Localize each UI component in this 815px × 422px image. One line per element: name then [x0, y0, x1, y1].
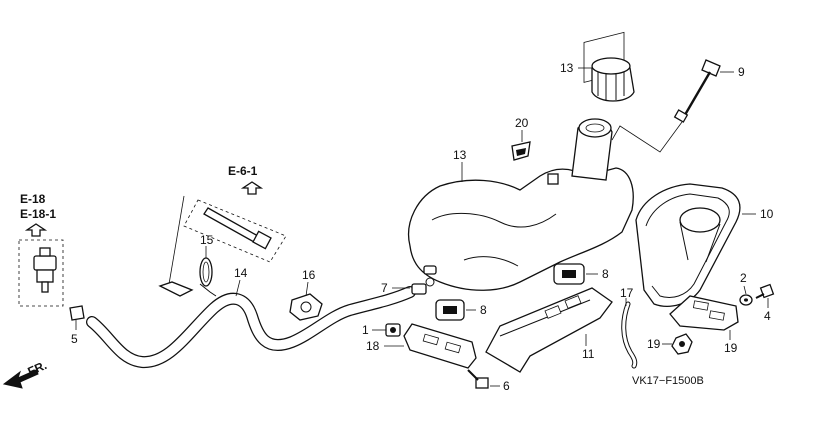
up-arrow-icon: [24, 223, 48, 237]
callout-15: 14: [234, 266, 248, 280]
callout-14: 13: [560, 61, 574, 75]
callout-8-upper: 8: [602, 267, 609, 281]
ref-e-6-1: E-6-1: [228, 164, 258, 178]
callout-13-right: 19: [724, 341, 738, 355]
leader-2: [743, 285, 747, 295]
leader-19: [305, 281, 309, 297]
hanger-plate: [158, 281, 194, 297]
callout-7: 7: [381, 281, 388, 295]
direction-label: FR.: [26, 358, 49, 379]
callout-2: 2: [740, 271, 747, 285]
grommet-20: [511, 141, 531, 161]
joint-clip-7: [411, 277, 435, 295]
leader-e-6-1: [167, 195, 185, 291]
callout-18: 17: [620, 286, 634, 300]
bolt-6: [467, 369, 489, 389]
up-arrow-icon: [240, 181, 264, 195]
bolt-4: [755, 283, 775, 299]
clip-5: [69, 305, 85, 321]
tank-bracket-11: [485, 287, 613, 373]
ref-e-18-1: E-18-1: [20, 207, 56, 221]
callout-9: 9: [738, 65, 745, 79]
fuel-tube-15-fill: [87, 287, 415, 367]
bolt-detail-box: [183, 199, 287, 263]
stay-plate-13-right: [669, 295, 739, 331]
clip-19: [289, 293, 323, 321]
cushion-8-upper: [553, 263, 585, 285]
callout-5: 5: [71, 332, 78, 346]
fuel-cap-14: [591, 57, 635, 102]
tank-cover-10: [635, 183, 741, 307]
ref-e-18: E-18: [20, 192, 46, 206]
nut-17: [671, 333, 693, 355]
callout-11: 11: [582, 347, 595, 361]
long-bolt: [203, 207, 272, 250]
washer-2: [739, 294, 753, 306]
callout-19: 16: [302, 268, 316, 282]
hose-clamp-16: [199, 257, 217, 297]
callout-4: 4: [764, 309, 771, 323]
fuel-filter: [33, 247, 57, 293]
nut-1: [385, 323, 401, 337]
callout-12: 13: [453, 148, 467, 162]
cushion-8-lower: [435, 299, 465, 321]
front-direction-arrow-icon: FR.: [2, 358, 49, 389]
drawing-code: VK17−F1500B: [632, 375, 704, 387]
fuel-meter-9: [673, 59, 721, 123]
stay-plate-13-left: [403, 323, 477, 369]
callout-13-left: 18: [366, 339, 380, 353]
callout-6: 6: [503, 379, 510, 393]
leader-9-to-tank: [611, 121, 683, 153]
callout-8-lower: 8: [480, 303, 487, 317]
callout-1: 1: [362, 323, 369, 337]
leader-15: [235, 279, 241, 297]
callout-16: 15: [200, 233, 214, 247]
callout-20: 20: [515, 116, 529, 130]
tube-18-fill: [622, 302, 637, 368]
fuel-filter-detail-box: [18, 239, 64, 307]
callout-10: 10: [760, 207, 774, 221]
callout-17: 19: [647, 337, 661, 351]
